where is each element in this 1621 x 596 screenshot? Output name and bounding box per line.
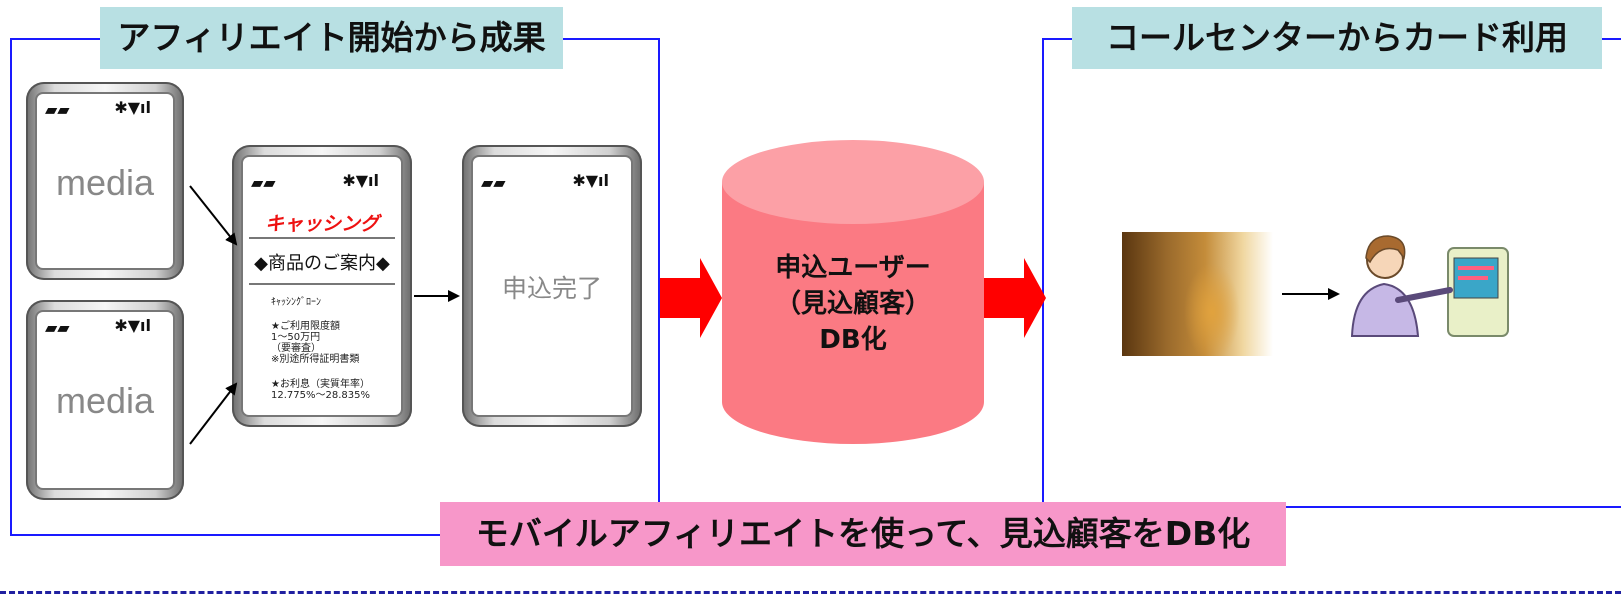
database-label-line: （見込顧客） bbox=[774, 289, 931, 319]
phone-screen: ▰▰ ✱▼ıl media bbox=[35, 92, 175, 270]
menu-title: キャッシング bbox=[264, 213, 379, 235]
phone-media-top: ▰▰ ✱▼ıl media bbox=[26, 82, 184, 280]
database-label: 申込ユーザー （見込顧客） DB化 bbox=[722, 250, 984, 358]
signal-icon: ✱▼ıl bbox=[342, 171, 379, 190]
detail-line: ｷｬｯｼﾝｸﾞﾛｰﾝ bbox=[271, 297, 321, 308]
battery-icon: ▰▰ bbox=[45, 100, 70, 119]
atm-user-illustration bbox=[1350, 235, 1509, 337]
battery-icon: ▰▰ bbox=[251, 173, 276, 192]
signal-icon: ✱▼ıl bbox=[114, 98, 151, 117]
call-center-photo bbox=[1122, 232, 1273, 356]
signal-icon: ✱▼ıl bbox=[114, 316, 151, 335]
signal-icon: ✱▼ıl bbox=[572, 171, 609, 190]
database-top bbox=[722, 140, 984, 224]
detail-line: 12.775%～28.835% bbox=[271, 390, 370, 401]
battery-icon: ▰▰ bbox=[45, 318, 70, 337]
detail-line: 1～50万円 bbox=[271, 332, 321, 343]
detail-line: ★お利息（実質年率） bbox=[271, 379, 370, 390]
menu-item: ◆商品のご案内◆ bbox=[254, 253, 390, 274]
arrow-media-top-to-menu bbox=[189, 185, 238, 246]
divider bbox=[249, 283, 395, 285]
left-section-title: アフィリエイト開始から成果 bbox=[100, 7, 563, 69]
red-arrow-to-call-center bbox=[984, 258, 1046, 338]
database-label-line: DB化 bbox=[819, 325, 887, 355]
detail-line: （要審査） bbox=[271, 343, 321, 354]
phone-application-complete: ▰▰ ✱▼ıl 申込完了 bbox=[462, 145, 642, 427]
detail-line: ※別途所得証明書類 bbox=[271, 354, 360, 365]
phone-screen: ▰▰ ✱▼ıl 申込完了 bbox=[471, 155, 633, 417]
database-label-line: 申込ユーザー bbox=[775, 253, 931, 283]
phone-media-bottom: ▰▰ ✱▼ıl media bbox=[26, 300, 184, 500]
detail-line: ★ご利用限度額 bbox=[271, 321, 340, 332]
application-complete-label: 申込完了 bbox=[501, 274, 602, 303]
dashed-separator bbox=[0, 591, 1621, 594]
divider bbox=[249, 237, 395, 239]
phone-screen: ▰▰ ✱▼ıl media bbox=[35, 310, 175, 490]
bottom-banner: モバイルアフィリエイトを使って、見込顧客をDB化 bbox=[440, 502, 1286, 566]
phone-menu: ▰▰ ✱▼ıl キャッシング ◆商品のご案内◆ ｷｬｯｼﾝｸﾞﾛｰﾝ ★ご利用限… bbox=[232, 145, 412, 427]
arrow-media-bottom-to-menu bbox=[189, 382, 238, 445]
database-body bbox=[722, 182, 984, 444]
red-arrow-to-database bbox=[660, 258, 722, 338]
media-label: media bbox=[55, 380, 155, 421]
battery-icon: ▰▰ bbox=[481, 173, 506, 192]
media-label: media bbox=[55, 162, 155, 203]
right-section-title: コールセンターからカード利用 bbox=[1072, 7, 1602, 69]
phone-screen: ▰▰ ✱▼ıl キャッシング ◆商品のご案内◆ ｷｬｯｼﾝｸﾞﾛｰﾝ ★ご利用限… bbox=[241, 155, 403, 417]
